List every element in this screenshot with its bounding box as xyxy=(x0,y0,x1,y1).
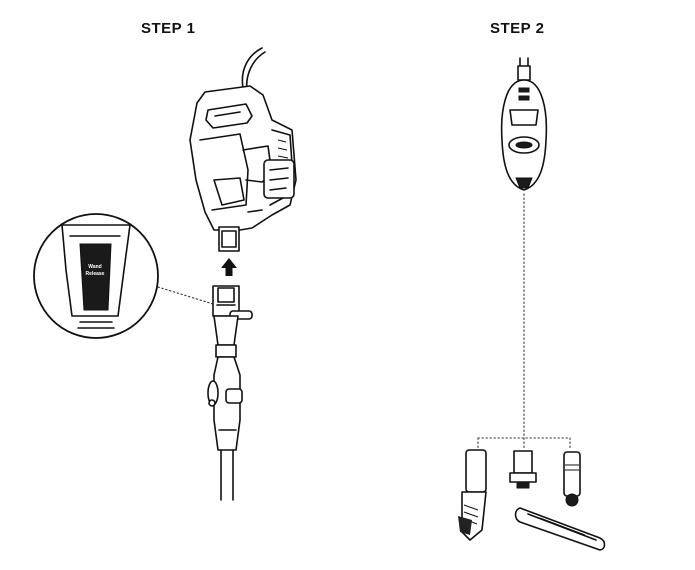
arrow-up-icon xyxy=(221,258,237,276)
handheld-top-view xyxy=(500,57,548,191)
upholstery-tool-accessory xyxy=(509,450,537,489)
wand-release-button xyxy=(79,243,112,311)
step-2-title: STEP 2 xyxy=(490,20,545,37)
step-1-title: STEP 1 xyxy=(141,20,196,37)
floor-tool-accessory xyxy=(514,451,606,551)
callout-leader xyxy=(157,286,214,305)
dusting-brush-accessory xyxy=(458,449,487,541)
wand-release-label-line1: Wand xyxy=(88,264,101,270)
accessory-connector xyxy=(477,193,571,449)
wand-release-label-line2: Release xyxy=(86,271,105,277)
wand xyxy=(207,285,253,501)
wand-release-callout: Wand Release xyxy=(33,213,159,339)
handheld-unit xyxy=(189,47,297,252)
